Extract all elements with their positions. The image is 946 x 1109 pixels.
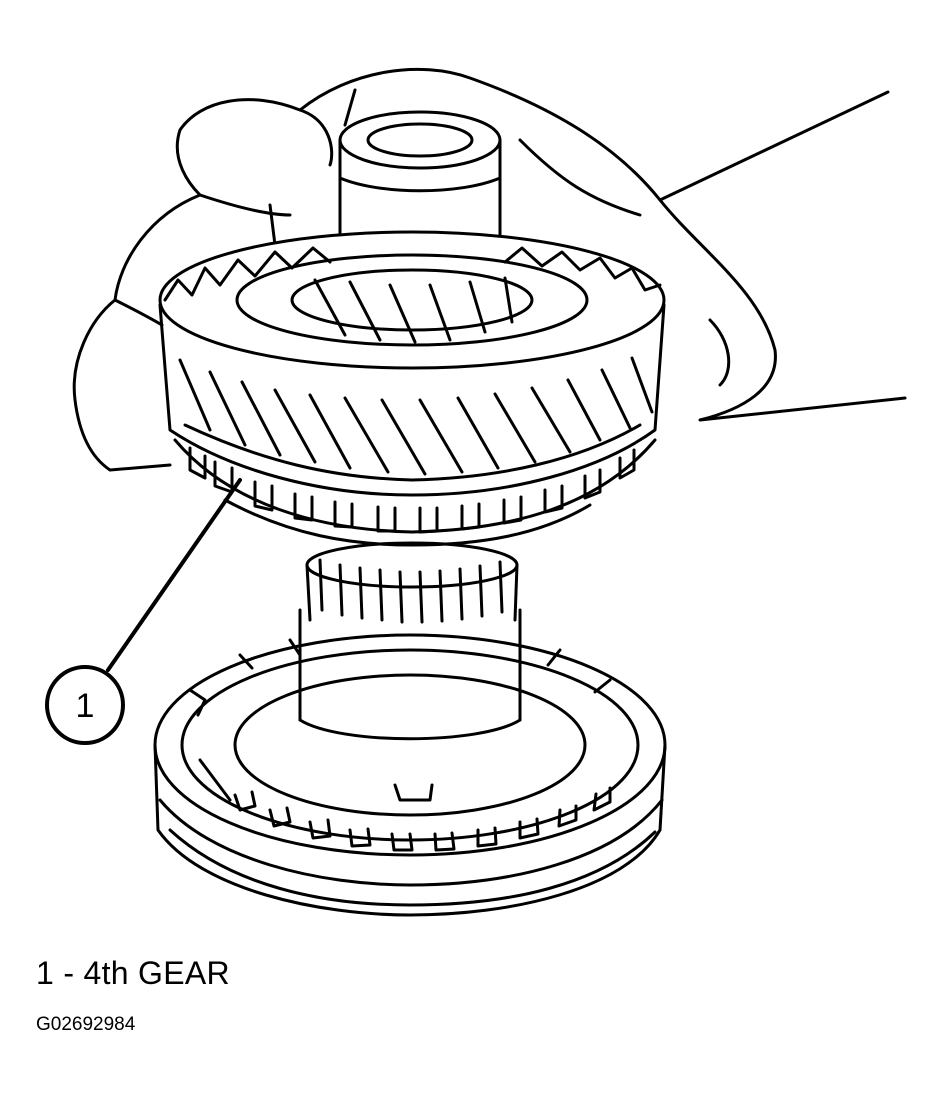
synchronizer-hub: [153, 633, 667, 917]
legend-item-1: 1 - 4th GEAR: [36, 955, 230, 992]
legend-separator: -: [63, 955, 75, 991]
hand-illustration: [72, 67, 907, 472]
figure-id: G02692984: [36, 1014, 136, 1035]
callout-1-number: 1: [76, 687, 95, 725]
callout-1: 1: [45, 665, 125, 745]
main-shaft-bearing: [298, 541, 522, 741]
legend-number: 1: [36, 955, 55, 991]
input-shaft-top: [338, 110, 502, 282]
fourth-gear: [158, 230, 666, 497]
synchronizer-ring: [173, 438, 657, 547]
callout-leader-line: [106, 478, 242, 672]
legend-label: 4th GEAR: [83, 955, 230, 991]
gear-assembly-illustration: 1: [45, 67, 907, 917]
